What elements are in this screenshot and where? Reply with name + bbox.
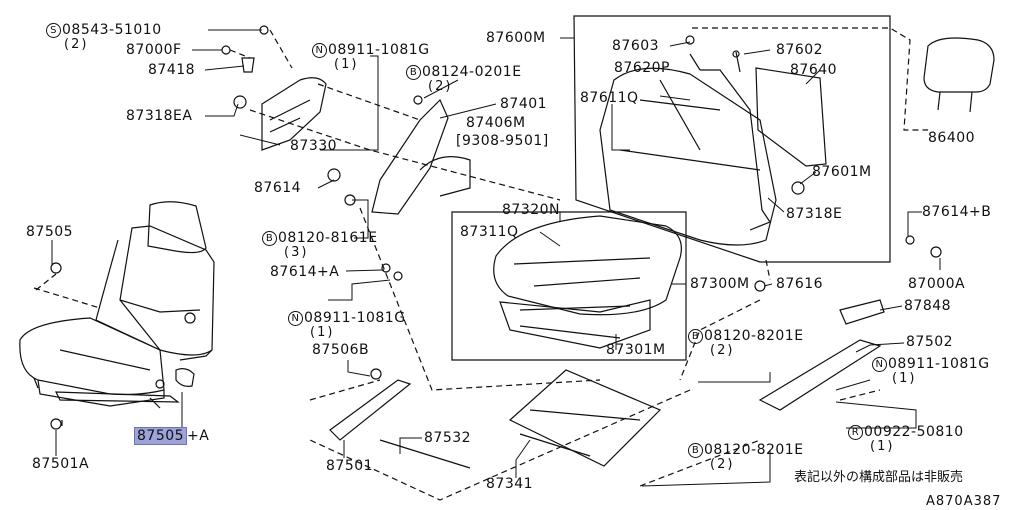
label-87300M[interactable]: 87300M <box>690 276 750 292</box>
label-87506B[interactable]: 87506B <box>312 342 370 358</box>
label-87532[interactable]: 87532 <box>424 430 472 446</box>
label-87848[interactable]: 87848 <box>904 298 952 314</box>
label-87614-B[interactable]: 87614+B <box>922 204 992 220</box>
label-87320N[interactable]: 87320N <box>502 202 561 218</box>
bolt-type-b-icon: B <box>262 230 277 246</box>
bolt-type-b-icon: B <box>688 328 703 344</box>
diagram-reference-code: A870A387 <box>926 494 1002 509</box>
bolt-type-b-icon: B <box>688 442 703 458</box>
qty-08911-right: (1) <box>892 371 917 386</box>
seat-cushion-assembly-box <box>451 211 687 361</box>
qty-08543: (2) <box>64 37 89 52</box>
qty-08120-8201E-lower: (2) <box>710 457 735 472</box>
label-87505-A-highlighted[interactable]: 87505+A <box>134 427 210 445</box>
label-87311Q[interactable]: 87311Q <box>460 224 519 240</box>
part-number-text: 08120-8201E <box>704 442 804 458</box>
label-87620P[interactable]: 87620P <box>614 60 670 76</box>
part-number-text: 08543-51010 <box>62 22 162 38</box>
nut-type-n-icon: N <box>312 42 327 58</box>
part-number-text: 08911-1081G <box>304 310 406 326</box>
qty-08911-mid: (1) <box>310 325 335 340</box>
label-87640[interactable]: 87640 <box>790 62 838 78</box>
label-87318E[interactable]: 87318E <box>786 206 843 222</box>
label-87301M[interactable]: 87301M <box>606 342 666 358</box>
bolt-type-b-icon: B <box>406 64 421 80</box>
label-87505[interactable]: 87505 <box>26 224 74 240</box>
label-87501A[interactable]: 87501A <box>32 456 90 472</box>
part-number-text: 08124-0201E <box>422 64 522 80</box>
label-87614-A[interactable]: 87614+A <box>270 264 340 280</box>
label-87000F[interactable]: 87000F <box>126 42 182 58</box>
assembled-seat-illustration <box>19 201 215 409</box>
label-87401[interactable]: 87401 <box>500 96 548 112</box>
rivet-type-r-icon: R <box>848 424 863 440</box>
part-number-text: 08120-8201E <box>704 328 804 344</box>
qty-08120-8161E: (3) <box>284 245 309 260</box>
dashed-guide-lines <box>33 27 928 501</box>
part-number-text: 08120-8161E <box>278 230 378 246</box>
leader-lines <box>51 29 941 487</box>
label-87502[interactable]: 87502 <box>906 334 954 350</box>
label-87341[interactable]: 87341 <box>486 476 534 492</box>
qty-08120-8201E-upper: (2) <box>710 343 735 358</box>
label-87601M[interactable]: 87601M <box>812 164 872 180</box>
label-87600M[interactable]: 87600M <box>486 30 546 46</box>
seatback-assembly-box <box>573 15 891 263</box>
label-87000A[interactable]: 87000A <box>908 276 966 292</box>
label-87406M[interactable]: 87406M <box>466 115 526 131</box>
highlighted-part-number: 87505 <box>134 427 188 445</box>
nut-type-n-icon: N <box>872 356 887 372</box>
label-87611Q[interactable]: 87611Q <box>580 90 639 106</box>
label-87330[interactable]: 87330 <box>290 138 338 154</box>
qty-08124: (2) <box>428 79 453 94</box>
label-87418[interactable]: 87418 <box>148 62 196 78</box>
part-suffix: +A <box>187 428 210 444</box>
recliner-bracket-parts <box>50 25 942 430</box>
label-87603[interactable]: 87603 <box>612 38 660 54</box>
headrest-illustration <box>923 37 995 113</box>
label-86400[interactable]: 86400 <box>928 130 976 146</box>
qty-08911-top: (1) <box>334 57 359 72</box>
label-87614[interactable]: 87614 <box>254 180 302 196</box>
label-87501[interactable]: 87501 <box>326 458 374 474</box>
label-date-range: [9308-9501] <box>456 133 549 149</box>
label-87318EA[interactable]: 87318EA <box>126 108 193 124</box>
part-number-text: 00922-50810 <box>864 424 964 440</box>
not-sold-separately-note: 表記以外の構成部品は非販売 <box>794 470 964 485</box>
seat-rails <box>329 299 885 469</box>
nut-type-n-icon: N <box>288 310 303 326</box>
label-87616[interactable]: 87616 <box>776 276 824 292</box>
part-number-text: 08911-1081G <box>328 42 430 58</box>
part-number-text: 08911-1081G <box>888 356 990 372</box>
bolt-type-s-icon: S <box>46 22 61 38</box>
qty-00922: (1) <box>870 439 895 454</box>
label-87602[interactable]: 87602 <box>776 42 824 58</box>
